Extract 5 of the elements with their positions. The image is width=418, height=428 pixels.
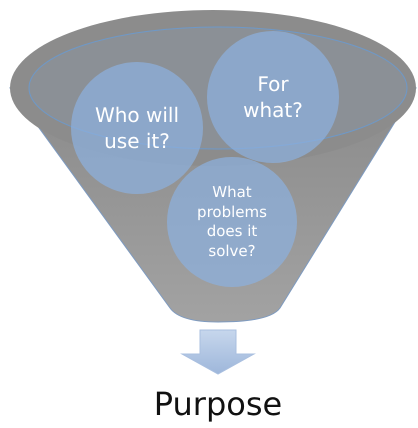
question-text: For what? [242, 71, 304, 123]
outcome-label: Purpose [154, 385, 282, 423]
question-text: What problems does it solve? [196, 183, 268, 261]
question-text: Who will use it? [94, 102, 180, 154]
down-arrow [180, 330, 256, 375]
